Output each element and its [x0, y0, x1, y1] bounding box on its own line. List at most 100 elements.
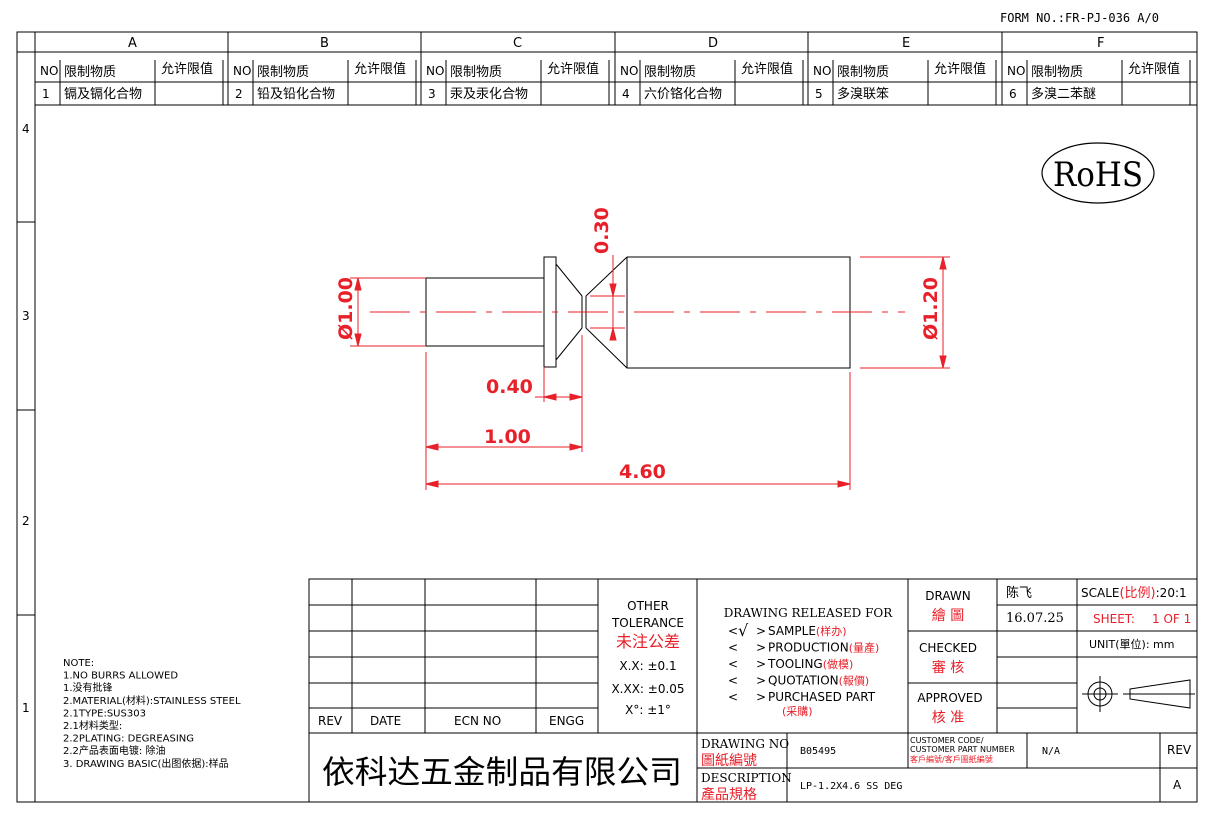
drawing-no-label: DRAWING NO: [701, 737, 789, 751]
release-bracket-close: >: [756, 690, 766, 704]
substance-header-name: 限制物质: [64, 65, 116, 80]
substance-no: 5: [815, 87, 823, 101]
release-option: PRODUCTION(量產): [768, 641, 879, 655]
substance-name: 多溴二苯醚: [1031, 86, 1096, 102]
customer-value: N/A: [1042, 746, 1060, 757]
release-option-en: TOOLING: [767, 657, 823, 671]
customer-label-cn: 客戶編號/客戶圖紙編號: [910, 754, 993, 764]
release-option: QUOTATION(報價): [768, 674, 869, 688]
dimension-labels: 0.30 Ø1.00 Ø1.20 0.40 1.00 4.60: [335, 207, 942, 483]
note-line: 2.2PLATING: DEGREASING: [63, 734, 194, 745]
checked-label: CHECKED: [919, 641, 977, 655]
release-option-en: PURCHASED PART: [768, 690, 876, 704]
projection-symbol: [1082, 676, 1195, 712]
note-line: NOTE:: [63, 658, 94, 669]
substance-header-name: 限制物质: [257, 65, 309, 80]
title-block: [308, 578, 1198, 803]
release-title: DRAWING RELEASED FOR: [724, 606, 894, 620]
zone-label-f: F: [1097, 36, 1104, 51]
sheet-label: SHEET:: [1093, 612, 1135, 626]
note-line: 2.2产品表面电镀: 除油: [63, 744, 165, 757]
tolerance-block: OTHER TOLERANCE 未注公差 X.X: ±0.1 X.XX: ±0.…: [611, 599, 685, 717]
unit-label: UNIT: [1089, 638, 1116, 651]
description-value: LP-1.2X4.6 SS DEG: [800, 781, 902, 792]
substance-header-no: NO: [426, 64, 444, 78]
note-line: 2.MATERIAL(材料):STAINLESS STEEL: [63, 694, 241, 707]
head-chamfer-top: [555, 263, 583, 297]
note-line: 2.1材料类型:: [63, 719, 122, 732]
release-bracket-open: <: [728, 624, 738, 638]
release-bracket-close: >: [756, 674, 766, 688]
scale-label-cn: (比例): [1119, 586, 1155, 601]
substance-header-name: 限制物质: [1031, 65, 1083, 80]
drawn-by-name: 陈飞: [1006, 585, 1032, 601]
substance-name: 镉及镉化合物: [64, 86, 142, 102]
ecn-header: ECN NO: [454, 714, 501, 728]
zone-label-c: C: [513, 36, 522, 51]
dim-chamfer: 0.30: [591, 207, 613, 254]
release-check-mark: √: [738, 621, 749, 640]
substance-header-name: 限制物质: [644, 65, 696, 80]
substance-header-limit: 允许限值: [741, 61, 793, 77]
drawing-number-cell: DRAWING NO 圖紙編號 B05495: [701, 737, 836, 769]
revision-label: REV: [1167, 743, 1192, 757]
sheet-border: [16, 31, 1198, 803]
release-option: TOOLING(做模): [767, 657, 853, 671]
drawn-label-cn: 繪 圖: [932, 607, 964, 624]
substance-no: 2: [235, 87, 243, 101]
zone-label-2: 2: [22, 514, 30, 528]
release-bracket-open: <: [728, 674, 738, 688]
dim-total-length: 4.60: [619, 461, 666, 483]
revision-headers: REV DATE ECN NO ENGG: [318, 714, 584, 728]
substance-header-limit: 允许限值: [547, 61, 599, 77]
tolerance-angle: X°: ±1°: [625, 703, 671, 717]
drawing-no-value: B05495: [800, 746, 836, 757]
release-bracket-close: >: [756, 641, 766, 655]
tolerance-two-decimal: X.XX: ±0.05: [611, 682, 684, 696]
pin-body: [626, 256, 851, 369]
note-line: 2.1TYPE:SUS303: [63, 708, 146, 719]
zone-row-labels: 4 3 2 1: [22, 122, 30, 715]
approvals: DRAWN 繪 圖 CHECKED 審 核 APPROVED 核 准: [917, 589, 982, 726]
revision-value: A: [1173, 778, 1182, 792]
revision-cell: REV A: [1167, 743, 1192, 792]
company-name: 依科达五金制品有限公司: [322, 753, 682, 791]
checked-label-cn: 審 核: [932, 660, 964, 676]
date-header: DATE: [370, 714, 401, 728]
description-label: DESCRIPTION: [701, 771, 792, 785]
scale-value: :20:1: [1156, 586, 1187, 600]
release-bracket-open: <: [728, 690, 738, 704]
substance-header-no: NO: [1007, 64, 1025, 78]
zone-label-3: 3: [22, 309, 30, 323]
substance-header-no: NO: [620, 64, 638, 78]
tolerance-title-2: TOLERANCE: [611, 616, 684, 630]
drawing-no-label-cn: 圖紙編號: [701, 753, 757, 769]
cone-top: [585, 256, 628, 297]
zone-column-labels: A B C D E F: [128, 36, 1104, 51]
zone-label-a: A: [128, 36, 137, 51]
dimensions: [350, 255, 950, 490]
zone-label-b: B: [320, 36, 329, 51]
substance-header-limit: 允许限值: [161, 61, 213, 77]
zone-label-e: E: [902, 36, 910, 51]
rohs-ellipse: [1041, 142, 1155, 204]
rohs-label: RoHS: [1053, 155, 1143, 195]
dim-head-length: 0.40: [486, 376, 533, 398]
substance-header-no: NO: [813, 64, 831, 78]
release-option-en: QUOTATION: [768, 674, 839, 688]
release-option-cn: (做模): [823, 657, 854, 671]
release-option-cn: (采購): [782, 704, 813, 718]
tolerance-title-1: OTHER: [627, 599, 669, 613]
zone-label-d: D: [708, 36, 718, 51]
svg-text:SCALE(比例):20:1: SCALE(比例):20:1: [1081, 586, 1187, 601]
substance-no: 1: [42, 87, 50, 101]
note-line: 3. DRAWING BASIC(出图依据):样品: [63, 757, 229, 770]
approved-label-cn: 核 准: [932, 710, 964, 726]
substance-header-no: NO: [40, 64, 58, 78]
cone-bottom: [585, 327, 628, 369]
substance-name: 汞及汞化合物: [450, 87, 528, 102]
head-chamfer-bottom: [555, 327, 583, 361]
release-option-en: SAMPLE: [768, 624, 816, 638]
